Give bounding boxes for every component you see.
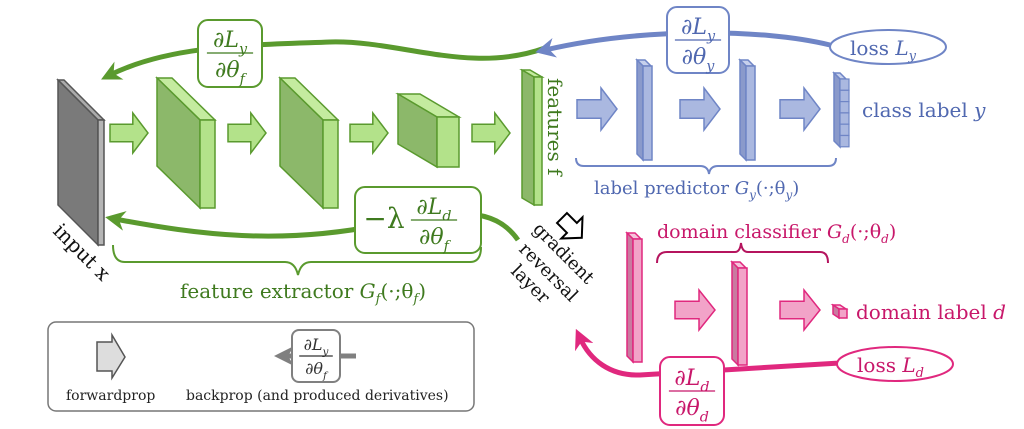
features-f-label: features f — [543, 78, 567, 177]
input-layer — [56, 78, 106, 247]
class-label-cell — [839, 134, 850, 148]
class-label-output — [832, 71, 850, 149]
class-label-cell — [839, 89, 850, 103]
neg-lambda-prefix: −λ — [363, 202, 404, 235]
label-predictor-label: label predictor Gy(·;θy) — [594, 178, 799, 202]
backprop-label: backprop (and produced derivatives) — [186, 388, 449, 404]
legend-box — [47, 321, 475, 412]
label-predictor-layer-2 — [738, 58, 756, 162]
deriv-dLy-dthetay: ∂Ly∂θy — [674, 15, 722, 75]
class-label-cell — [839, 78, 850, 91]
domain-classifier-layer-1 — [625, 231, 643, 364]
label-predictor-layer-1 — [635, 58, 653, 162]
forward-arrow-green-4 — [471, 110, 511, 156]
forward-arrow-pink-2 — [779, 287, 821, 333]
forward-arrow-blue-3 — [779, 85, 821, 133]
forwardprop-legend-arrow-icon — [96, 332, 126, 381]
forward-arrow-green-3 — [349, 110, 389, 156]
forwardprop-label: forwardprop — [66, 388, 155, 404]
class-label-y: class label y — [862, 98, 986, 122]
domain-label-cube — [830, 303, 849, 320]
class-label-cell — [839, 123, 850, 137]
backprop-arrow-dLy-dthetaf — [101, 39, 546, 80]
forward-arrow-pink-1 — [674, 287, 716, 333]
class-label-cell — [839, 100, 850, 114]
label-predictor-brace — [575, 157, 837, 175]
loss-Ly-label: loss Ly — [850, 36, 917, 64]
forward-arrow-blue-1 — [576, 85, 618, 133]
feature-extractor-brace — [112, 244, 482, 276]
gradient-reversal-layer-label: gradient reversal layer — [506, 219, 598, 309]
forward-arrow-green-1 — [109, 110, 149, 156]
conv-layer-2 — [278, 76, 340, 210]
loss-Ly-ellipse — [829, 29, 947, 65]
forward-arrow-green-2 — [227, 110, 267, 156]
domain-label-d: domain label d — [856, 300, 1006, 324]
gradient-reversal-arrow-icon — [555, 211, 584, 240]
domain-classifier-label: domain classifier Gd(·;θd) — [657, 221, 896, 246]
domain-classifier-layer-2 — [730, 260, 748, 367]
conv-layer-1 — [155, 76, 217, 210]
domain-classifier-brace — [656, 242, 829, 264]
features-layer — [519, 68, 545, 207]
loss-Ld-label: loss Ld — [857, 353, 924, 381]
loss-Ld-ellipse — [836, 346, 954, 382]
class-label-cell — [839, 112, 850, 125]
conv-layer-3-cube — [395, 92, 462, 169]
feature-extractor-label: feature extractor Gf(·;θf) — [180, 279, 426, 307]
forward-arrow-blue-2 — [679, 85, 721, 133]
frac-numerator: ∂Ly — [304, 335, 329, 358]
